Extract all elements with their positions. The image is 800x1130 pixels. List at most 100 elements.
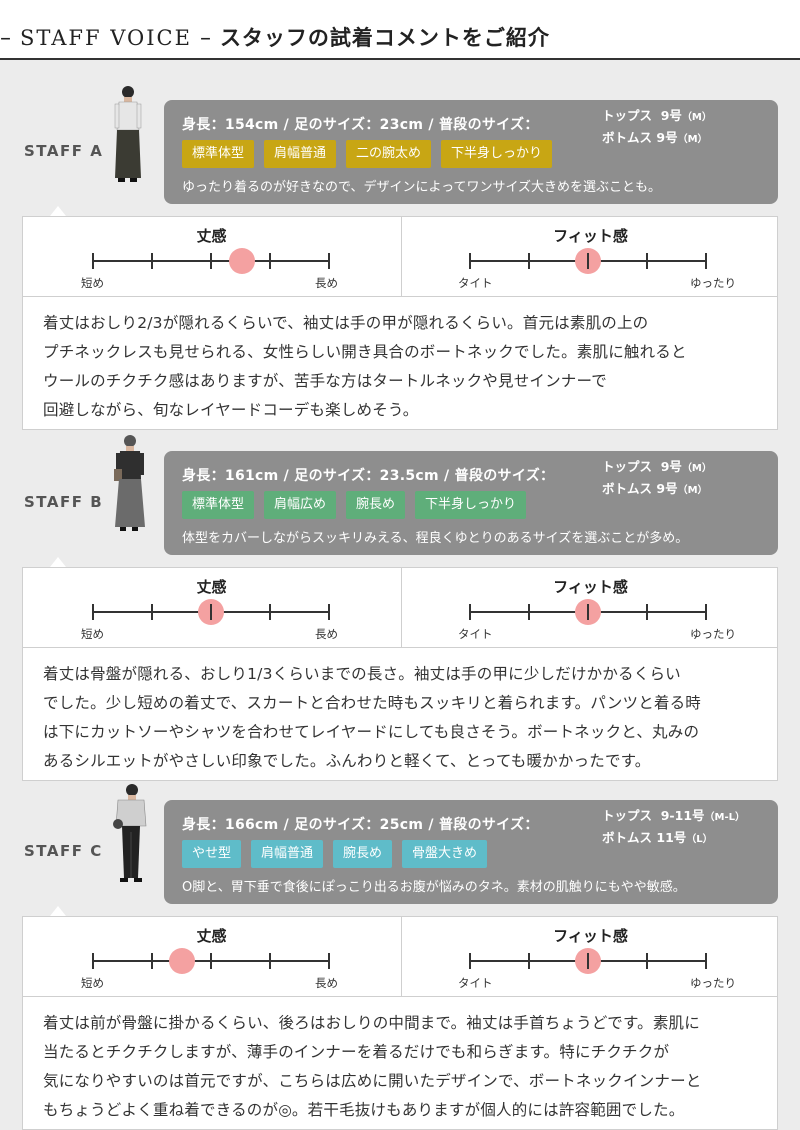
comment-line: 当たるとチクチクしますが、薄手のインナーを着るだけでも和らぎます。特にチクチクが <box>43 1043 670 1061</box>
fit-scale-min: タイト <box>458 976 493 990</box>
tops-size: 9号 <box>660 108 682 123</box>
header-title-en: STAFF VOICE <box>20 26 192 50</box>
length-scale-tick <box>210 604 212 620</box>
speech-pointer <box>50 906 66 916</box>
tops-size: 9号 <box>660 459 682 474</box>
scale-divider <box>401 217 402 297</box>
fit-scale-tick <box>646 253 648 269</box>
length-scale-min: 短め <box>81 276 104 290</box>
tops-label: トップス <box>602 808 653 823</box>
speech-pointer <box>50 206 66 216</box>
staff-profile: 身長：154cm / 足のサイズ：23cm / 普段のサイズ： トップス 9号（… <box>164 100 778 204</box>
body-tag: 腕長め <box>333 840 393 868</box>
fit-scale-max: ゆったり <box>690 276 736 290</box>
body-tag: 肩幅普通 <box>251 840 324 868</box>
length-scale-title: 丈感 <box>196 927 227 945</box>
fit-scale-tick <box>587 253 589 269</box>
length-scale-title: 丈感 <box>196 227 227 245</box>
staff-stats: 身長：154cm / 足のサイズ：23cm / 普段のサイズ： <box>182 117 539 133</box>
fit-review-panel: 丈感 短め 長め フィット感 タイト ゆったり 着丈はおしり2/3が隠れるくらい… <box>22 216 778 430</box>
staff-profile: 身長：161cm / 足のサイズ：23.5cm / 普段のサイズ： トップス 9… <box>164 451 778 555</box>
bottoms-size-note: （L） <box>686 834 713 845</box>
body-tag: やせ型 <box>182 840 242 868</box>
length-scale-tick <box>210 953 212 969</box>
comment-line: でした。少し短めの着丈で、スカートと合わせた時もスッキリと着られます。パンツと着… <box>43 694 702 712</box>
comment-line: ウールのチクチク感はありますが、苦手な方はタートルネックや見せインナーで <box>43 372 607 390</box>
bottoms-size: 11号 <box>656 830 687 845</box>
comment-line: 回避しながら、旬なレイヤードコーデも楽しめそう。 <box>43 401 419 419</box>
rating-scales: 丈感 短め 長め フィット感 タイト ゆったり <box>23 217 777 297</box>
fit-scale-max: ゆったり <box>690 976 736 990</box>
fit-scale-tick <box>528 953 530 969</box>
fit-scale-tick <box>587 604 589 620</box>
body-tag: 肩幅普通 <box>264 140 337 168</box>
scale-divider <box>401 917 402 997</box>
body-tag: 下半身しっかり <box>415 491 527 519</box>
fit-scale-tick <box>705 604 707 620</box>
length-scale-tick <box>151 253 153 269</box>
comment-line: もちょうどよく重ね着できるのが◎。若干毛抜けもありますが個人的には許容範囲でした… <box>43 1101 685 1119</box>
length-scale: 丈感 短め 長め <box>23 568 400 648</box>
fit-scale-min: タイト <box>458 627 493 641</box>
fit-scale: フィット感 タイト ゆったり <box>402 217 779 297</box>
bottoms-size: 9号 <box>656 130 678 145</box>
staff-card-b: STAFF B 身長：161cm / 足のサイズ：23.5cm / 普段のサイズ… <box>0 431 800 781</box>
staff-label: STAFF C <box>24 842 103 860</box>
staff-card-c: STAFF C 身長：166cm / 足のサイズ：25cm / 普段のサイズ： … <box>0 780 800 1130</box>
length-scale-title: 丈感 <box>196 578 227 596</box>
speech-pointer <box>50 557 66 567</box>
length-scale-max: 長め <box>315 627 338 641</box>
fitting-comment: 着丈はおしり2/3が隠れるくらいで、袖丈は手の甲が隠れるくらい。首元は素肌の上の… <box>43 309 773 425</box>
fitting-comment: 着丈は前が骨盤に掛かるくらい、後ろはおしりの中間まで。袖丈は手首ちょうどです。素… <box>43 1009 773 1125</box>
fit-scale-tick <box>646 604 648 620</box>
length-scale-tick <box>92 253 94 269</box>
fitting-comment: 着丈は骨盤が隠れる、おしり1/3くらいまでの長さ。袖丈は手の甲に少しだけかかるく… <box>43 660 773 776</box>
header-dash: – <box>0 26 12 51</box>
fit-scale-tick <box>587 953 589 969</box>
fit-scale-title: フィット感 <box>553 227 628 245</box>
body-tag: 標準体型 <box>182 491 255 519</box>
length-scale-min: 短め <box>81 976 104 990</box>
staff-voice-section: STAFF A 身長：154cm / 足のサイズ：23cm / 普段のサイズ： … <box>0 60 800 1130</box>
fit-scale-tick <box>528 604 530 620</box>
tops-label: トップス <box>602 108 653 123</box>
length-scale-tick <box>269 604 271 620</box>
header-dash: – <box>199 26 212 51</box>
staff-description: ゆったり着るのが好きなので、デザインによってワンサイズ大きめを選ぶことも。 <box>182 180 662 195</box>
length-scale-tick <box>210 253 212 269</box>
rating-scales: 丈感 短め 長め フィット感 タイト ゆったり <box>23 917 777 997</box>
body-type-tags: 標準体型肩幅広め腕長め下半身しっかり <box>182 491 536 519</box>
fit-scale-title: フィット感 <box>553 578 628 596</box>
staff-label: STAFF B <box>24 493 104 511</box>
length-scale-max: 長め <box>315 276 338 290</box>
staff-label: STAFF A <box>24 142 104 160</box>
length-scale-tick <box>92 604 94 620</box>
body-tag: 肩幅広め <box>264 491 337 519</box>
body-type-tags: やせ型肩幅普通腕長め骨盤大きめ <box>182 840 497 868</box>
header-title-jp: スタッフの試着コメントをご紹介 <box>219 26 550 50</box>
scale-divider <box>401 568 402 648</box>
fit-scale-tick <box>469 253 471 269</box>
bottoms-size-note: （M） <box>677 485 708 496</box>
rating-scales: 丈感 短め 長め フィット感 タイト ゆったり <box>23 568 777 648</box>
body-tag: 骨盤大きめ <box>402 840 488 868</box>
length-scale-tick <box>269 253 271 269</box>
staff-usual-sizes: トップス 9号（M） ボトムス 9号（M） <box>602 457 712 501</box>
fit-scale: フィット感 タイト ゆったり <box>402 568 779 648</box>
comment-line: 着丈は前が骨盤に掛かるくらい、後ろはおしりの中間まで。袖丈は手首ちょうどです。素… <box>43 1014 700 1032</box>
staff-description: O脚と、胃下垂で食後にぽっこり出るお腹が悩みのタネ。素材の肌触りにもやや敏感。 <box>182 880 686 895</box>
fit-scale: フィット感 タイト ゆったり <box>402 917 779 997</box>
comment-line: プチネックレスも見せられる、女性らしい開き具合のボートネックでした。素肌に触れる… <box>43 343 687 361</box>
length-rating-marker <box>228 248 255 274</box>
header-title: – STAFF VOICE – スタッフの試着コメントをご紹介 <box>0 22 800 52</box>
staff-photo <box>108 780 154 890</box>
fit-review-panel: 丈感 短め 長め フィット感 タイト ゆったり 着丈は骨盤が隠れる、おしり1/3… <box>22 567 778 781</box>
fit-scale-tick <box>469 953 471 969</box>
fit-scale-tick <box>705 253 707 269</box>
comment-line: 着丈はおしり2/3が隠れるくらいで、袖丈は手の甲が隠れるくらい。首元は素肌の上の <box>43 314 649 332</box>
fit-scale-tick <box>469 604 471 620</box>
fit-scale-tick <box>705 953 707 969</box>
staff-usual-sizes: トップス 9号（M） ボトムス 9号（M） <box>602 106 712 150</box>
staff-stats: 身長：166cm / 足のサイズ：25cm / 普段のサイズ： <box>182 817 539 833</box>
body-tag: 標準体型 <box>182 140 255 168</box>
